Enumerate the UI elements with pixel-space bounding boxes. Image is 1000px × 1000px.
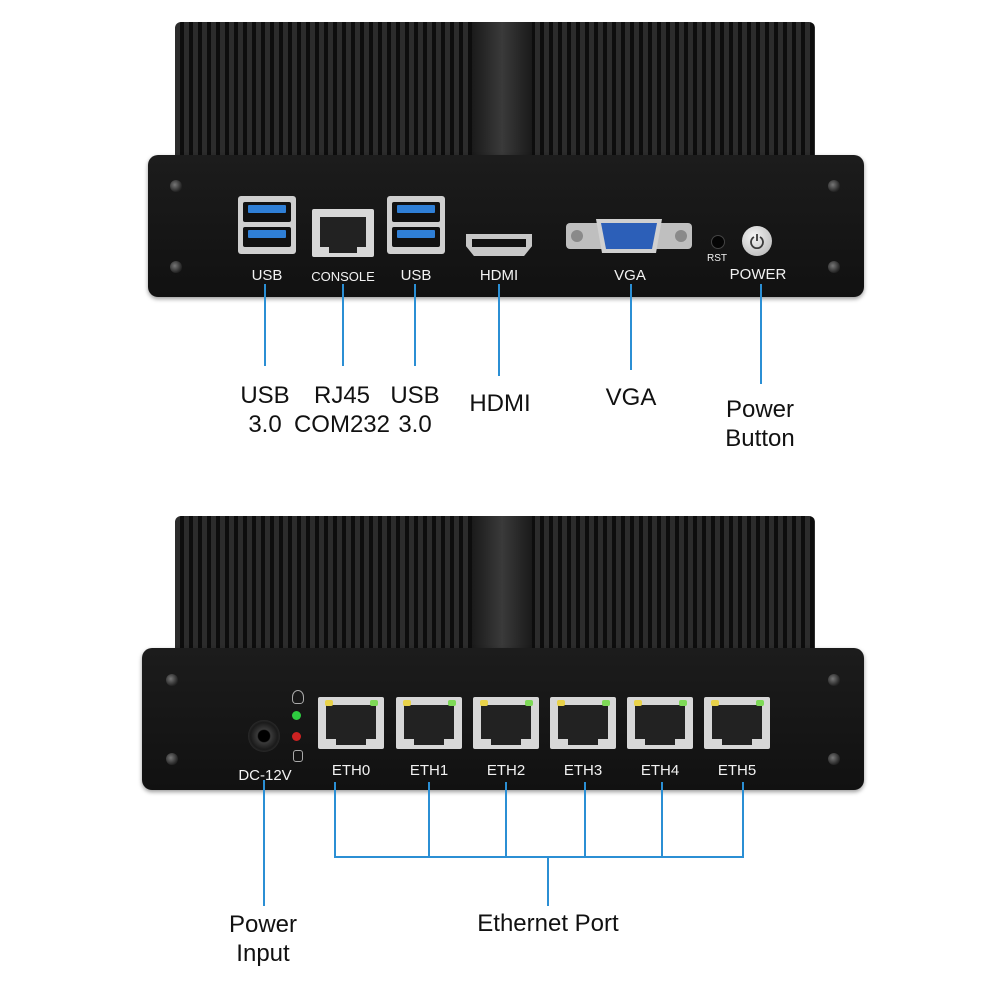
dc-power-jack	[248, 720, 280, 752]
screw-icon	[828, 753, 840, 765]
vga-label: VGA	[614, 267, 646, 284]
eth-label-4: ETH4	[640, 762, 680, 779]
eth-led	[602, 700, 610, 706]
screw-icon	[828, 674, 840, 686]
callout-line	[342, 284, 344, 366]
callout-line	[263, 780, 265, 906]
screw-icon	[828, 261, 840, 273]
vga-port	[566, 219, 692, 253]
callout-line	[505, 782, 507, 858]
callout-ethernet-port: Ethernet Port	[477, 910, 619, 937]
usb-port-left	[238, 196, 296, 254]
callout-power-button: Power Button	[725, 396, 795, 452]
eth-led	[325, 700, 333, 706]
eth-led	[557, 700, 565, 706]
power-label: POWER	[729, 266, 787, 283]
callout-power-input: Power Input	[228, 911, 298, 967]
led-red	[292, 732, 301, 741]
top-center-band	[472, 22, 532, 157]
callout-rj45: RJ45 COM232	[293, 382, 391, 438]
power-icon	[750, 234, 764, 249]
hdmi-label: HDMI	[479, 267, 519, 284]
console-port	[312, 209, 374, 257]
screw-icon	[166, 674, 178, 686]
callout-line	[334, 856, 744, 858]
callout-line	[264, 284, 266, 366]
callout-line	[584, 782, 586, 858]
bottom-center-band	[472, 516, 532, 651]
eth-label-0: ETH0	[331, 762, 371, 779]
callout-hdmi: HDMI	[469, 390, 531, 417]
usb-right-label: USB	[400, 267, 432, 284]
callout-line	[547, 856, 549, 906]
callout-usb-left: USB 3.0	[240, 382, 290, 438]
callout-line	[630, 284, 632, 370]
hdmi-port	[466, 234, 532, 256]
eth-led	[480, 700, 488, 706]
screw-icon	[166, 753, 178, 765]
eth-led	[525, 700, 533, 706]
disk-icon	[293, 750, 303, 762]
callout-line	[661, 782, 663, 858]
reset-button	[711, 235, 725, 249]
eth-port-2	[473, 697, 539, 749]
usb-left-label: USB	[251, 267, 283, 284]
eth-led	[711, 700, 719, 706]
callout-line	[414, 284, 416, 366]
screw-icon	[170, 180, 182, 192]
rst-label: RST	[707, 253, 727, 264]
screw-icon	[170, 261, 182, 273]
callout-line	[498, 284, 500, 376]
callout-line	[760, 284, 762, 384]
dc-label: DC-12V	[238, 767, 292, 784]
eth-led	[679, 700, 687, 706]
callout-line	[742, 782, 744, 858]
screw-icon	[828, 180, 840, 192]
eth-led	[370, 700, 378, 706]
callout-line	[428, 782, 430, 858]
eth-label-1: ETH1	[409, 762, 449, 779]
callout-line	[334, 782, 336, 858]
eth-led	[756, 700, 764, 706]
eth-led	[448, 700, 456, 706]
eth-label-5: ETH5	[717, 762, 757, 779]
led-green	[292, 711, 301, 720]
eth-label-3: ETH3	[563, 762, 603, 779]
console-label: CONSOLE	[311, 269, 375, 284]
eth-label-2: ETH2	[486, 762, 526, 779]
bulb-icon	[292, 690, 304, 704]
usb-port-right	[387, 196, 445, 254]
eth-led	[634, 700, 642, 706]
callout-vga: VGA	[605, 384, 657, 411]
eth-led	[403, 700, 411, 706]
callout-usb-right: USB 3.0	[390, 382, 440, 438]
